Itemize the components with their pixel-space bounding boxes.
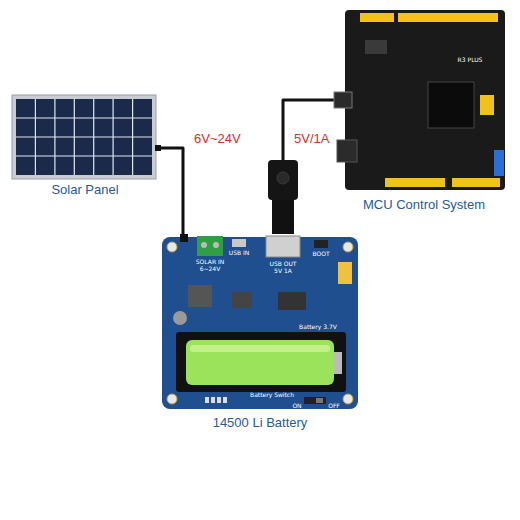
- switch-state: OFF: [328, 402, 340, 409]
- power-jack: [337, 140, 357, 162]
- charger-chip: [278, 292, 306, 310]
- terminal-block: [197, 236, 223, 256]
- mount-hole: [167, 242, 177, 252]
- plug-body: [268, 160, 298, 200]
- usb-a-port: [266, 236, 300, 257]
- button-label: BOOT: [312, 250, 329, 257]
- switch-label: Battery Switch: [250, 391, 294, 398]
- boot-button: [314, 240, 328, 248]
- panel-frame: [12, 95, 156, 179]
- node-caption: 14500 Li Battery: [160, 415, 360, 430]
- capacitor: [173, 311, 187, 325]
- status-led: [217, 397, 221, 403]
- battery-label: Battery 3.7V: [299, 323, 337, 330]
- current-label: 5V 1A: [274, 267, 292, 274]
- reset-button: [365, 40, 387, 54]
- plug-neck: [272, 200, 294, 234]
- board-pcb: [345, 10, 505, 190]
- mount-hole: [343, 394, 353, 404]
- inductor: [232, 292, 252, 308]
- grove-connector: [494, 150, 504, 176]
- panel-cells: [16, 99, 152, 175]
- battery-connector: [338, 262, 352, 284]
- mount-hole: [167, 394, 177, 404]
- terminal-screw: [213, 242, 219, 248]
- status-led: [223, 397, 227, 403]
- status-led: [211, 397, 215, 403]
- icsp-header: [480, 95, 494, 115]
- mount-hole: [343, 242, 353, 252]
- pin-header: [360, 13, 394, 22]
- cable-gland: [155, 145, 161, 151]
- inductor: [188, 285, 212, 307]
- cell-grid: [16, 99, 152, 175]
- usb-jack: [334, 92, 352, 108]
- slide-switch: [304, 397, 326, 404]
- board-pcb: [162, 237, 358, 409]
- status-led: [205, 397, 209, 403]
- power-board: [162, 234, 358, 409]
- micro-usb: [232, 239, 246, 247]
- port-label: USB IN: [229, 249, 249, 256]
- solar-jack: [180, 234, 188, 242]
- mcu-chip: [428, 82, 474, 128]
- usb-plug: [268, 160, 298, 234]
- battery-holder: [176, 332, 346, 392]
- voltage-label: 6~24V: [200, 265, 221, 272]
- terminal-screw: [201, 242, 207, 248]
- voltage-label: 5V/1A: [292, 131, 331, 146]
- port-label: USB OUT: [269, 260, 296, 267]
- battery-cell: [186, 340, 334, 385]
- cable: [160, 148, 183, 234]
- pin-header: [398, 13, 498, 22]
- plug-mark: [277, 172, 289, 184]
- mcu-board: [334, 10, 505, 190]
- node-caption: MCU Control System: [340, 197, 508, 212]
- solar-panel-node: Solar Panel: [10, 92, 160, 199]
- voltage-label: 6V~24V: [192, 131, 243, 146]
- port-label: SOLAR IN: [196, 258, 224, 265]
- pin-header: [385, 178, 445, 187]
- solar-panel: [12, 95, 161, 179]
- switch-state: ON: [292, 402, 301, 409]
- switch-knob: [316, 398, 323, 403]
- battery-highlight: [190, 345, 330, 352]
- node-caption: Solar Panel: [10, 182, 160, 197]
- board-name: R3 PLUS: [458, 56, 483, 63]
- battery-cap: [334, 352, 342, 374]
- mcu-board-node: MCU Control System: [340, 6, 508, 214]
- pin-header: [452, 178, 500, 187]
